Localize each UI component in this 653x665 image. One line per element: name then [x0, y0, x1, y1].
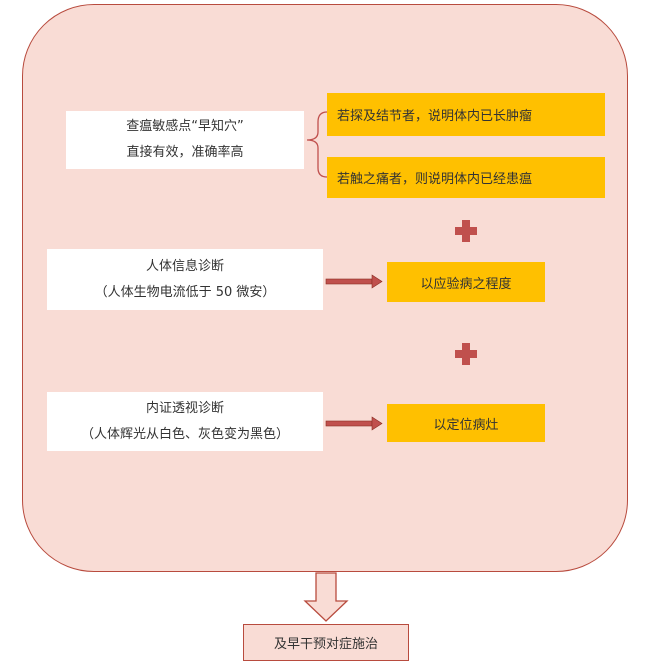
branch-brace — [306, 111, 328, 178]
inner-perspective-diagnosis-title: 内证透视诊断 — [145, 400, 224, 416]
body-info-diagnosis-title: 人体信息诊断 — [145, 258, 224, 274]
nodule-branch-text: 若探及结节者，说明体内已长肿瘤 — [337, 109, 533, 124]
plus-icon — [455, 220, 477, 242]
pain-branch-box: 若触之痛者，则说明体内已经患瘟 — [327, 157, 605, 198]
locate-result-box: 以定位病灶 — [387, 404, 545, 442]
degree-result-box: 以应验病之程度 — [387, 262, 545, 302]
degree-result-text: 以应验病之程度 — [420, 276, 512, 292]
body-info-diagnosis-detail: （人体生物电流低于 50 微安） — [94, 284, 276, 300]
body-info-diagnosis-box: 人体信息诊断 （人体生物电流低于 50 微安） — [47, 249, 323, 310]
right-arrow-icon — [325, 274, 383, 289]
down-arrow-icon — [303, 572, 349, 622]
final-action-box: 及早干预对症施治 — [243, 624, 409, 661]
inner-perspective-diagnosis-detail: （人体辉光从白色、灰色变为黑色） — [80, 426, 289, 442]
inner-perspective-diagnosis-box: 内证透视诊断 （人体辉光从白色、灰色变为黑色） — [47, 392, 323, 451]
locate-result-text: 以定位病灶 — [433, 417, 499, 433]
sensitive-point-box: 查瘟敏感点“早知穴” 直接有效，准确率高 — [66, 111, 304, 169]
right-arrow-icon — [325, 416, 383, 431]
plus-icon — [455, 343, 477, 365]
final-action-text: 及早干预对症施治 — [273, 637, 378, 652]
nodule-branch-box: 若探及结节者，说明体内已长肿瘤 — [327, 93, 605, 136]
pain-branch-text: 若触之痛者，则说明体内已经患瘟 — [337, 172, 533, 187]
sensitive-point-subtitle: 直接有效，准确率高 — [126, 145, 244, 160]
sensitive-point-title: 查瘟敏感点“早知穴” — [126, 119, 244, 134]
